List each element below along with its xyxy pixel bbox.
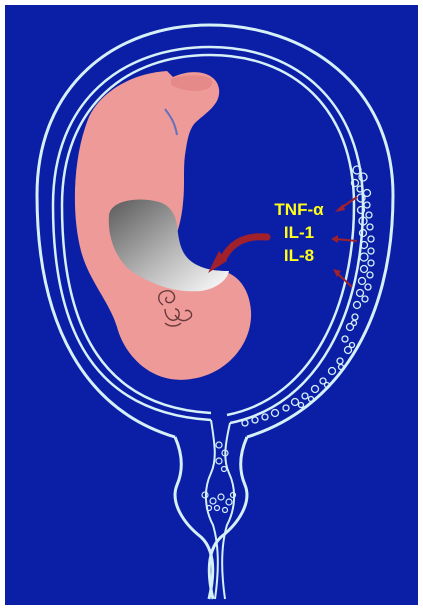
- cervical-canal-right: [222, 423, 234, 599]
- label-tnf-alpha: TNF-α: [249, 198, 349, 221]
- label-il-8: IL-8: [249, 244, 349, 267]
- uterus-diagram: [5, 5, 418, 605]
- cytokine-labels: TNF-α IL-1 IL-8: [249, 198, 349, 267]
- cervix-left: [175, 437, 213, 599]
- diagram-canvas: TNF-α IL-1 IL-8: [5, 5, 418, 605]
- label-il-1: IL-1: [249, 221, 349, 244]
